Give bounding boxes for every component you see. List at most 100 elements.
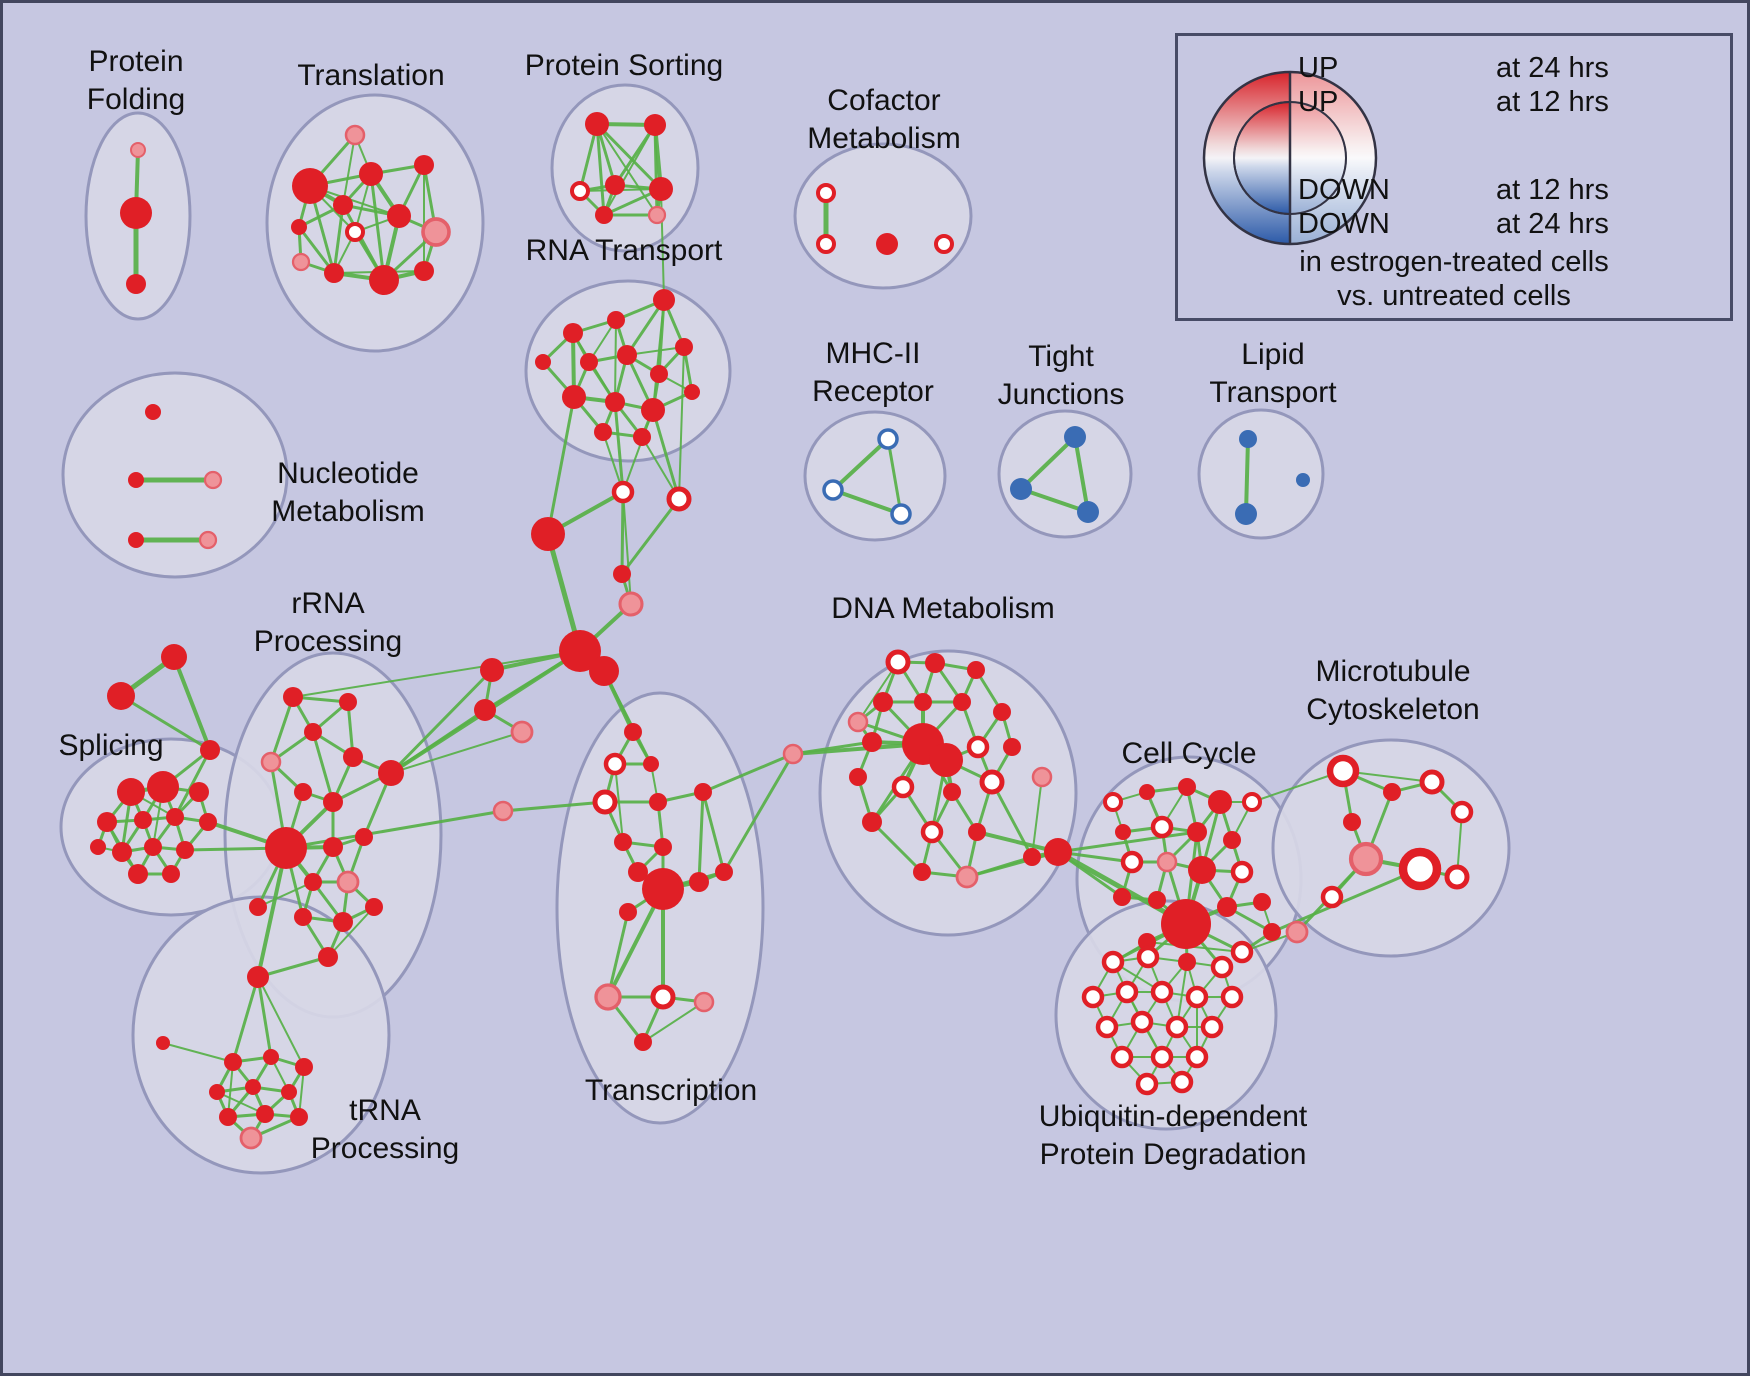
cluster-label-tight-junctions: Tight (1028, 340, 1094, 373)
cluster-label-dna-metabolism: DNA Metabolism (831, 592, 1054, 625)
network-node-pink (510, 720, 534, 744)
network-node-red (535, 354, 551, 370)
network-edge (256, 846, 288, 979)
network-node-ring (603, 752, 627, 776)
network-node-red (414, 155, 434, 175)
network-node-ring (1210, 955, 1234, 979)
network-node-red (283, 687, 303, 707)
network-node-red (580, 353, 598, 371)
network-node-ring (1165, 1015, 1189, 1039)
network-node-red (653, 289, 675, 311)
network-node-red (1044, 838, 1072, 866)
network-node-bluering (822, 479, 844, 501)
network-edge (595, 122, 663, 191)
network-node-red (1023, 848, 1041, 866)
network-edge (390, 731, 523, 774)
network-node-ring (570, 181, 590, 201)
network-node-red (876, 233, 898, 255)
network-node-pink (492, 800, 514, 822)
network-node-red (617, 345, 637, 365)
network-edge (965, 850, 1060, 879)
network-edge (722, 752, 795, 874)
network-node-pink (1031, 766, 1053, 788)
network-node-red (343, 747, 363, 767)
network-node-red (324, 263, 344, 283)
cluster-ellipse-lipid-transport (1197, 408, 1325, 540)
cluster-ellipse-cofactor-metabolism (793, 142, 973, 290)
network-edge (620, 490, 625, 576)
network-node-red (641, 398, 665, 422)
network-node-red (224, 1053, 242, 1071)
network-node-red (1113, 888, 1131, 906)
network-node-red (359, 162, 383, 186)
cluster-label-trna-processing: tRNA (349, 1094, 421, 1127)
network-node-red (245, 1079, 261, 1095)
network-node-red (90, 839, 106, 855)
network-node-red (292, 168, 328, 204)
network-node-red (1217, 897, 1237, 917)
network-edge (342, 134, 356, 206)
network-node-red (294, 908, 312, 926)
network-edge (620, 497, 681, 576)
network-node-red (862, 812, 882, 832)
cluster-label-splicing: Splicing (58, 729, 163, 762)
cluster-label-mhc-ii-receptor: MHC-II (826, 337, 921, 370)
network-node-red (304, 723, 322, 741)
network-node-red (614, 833, 632, 851)
network-node-red (166, 808, 184, 826)
network-edge (606, 910, 630, 999)
network-node-bluering (877, 428, 899, 450)
network-node-bluering (890, 503, 912, 525)
network-node-ring (979, 769, 1005, 795)
network-edge (622, 409, 654, 493)
network-node-red (128, 532, 144, 548)
network-node-pink (955, 865, 979, 889)
network-node-ring (816, 183, 836, 203)
cluster-label-microtubule-cytoskeleton: Microtubule (1315, 655, 1470, 688)
network-node-blue (1077, 501, 1099, 523)
network-edge (791, 740, 874, 756)
network-node-ring (1419, 769, 1445, 795)
cluster-label-tight-junctions: Junctions (998, 378, 1125, 411)
legend-updown-glyph (1202, 70, 1378, 246)
cluster-ellipse-mhc-ii-receptor (803, 410, 947, 542)
network-edge (651, 408, 681, 501)
network-node-pink (203, 470, 223, 490)
network-edge (701, 790, 726, 874)
network-edge (1073, 435, 1090, 514)
cluster-label-trna-processing: Processing (311, 1132, 459, 1165)
network-node-red (684, 384, 700, 400)
network-edge (1019, 435, 1077, 491)
cluster-label-nucleotide-metabolism: Metabolism (271, 495, 424, 528)
legend-time-label: at 12 hrs (1496, 86, 1609, 118)
network-node-red (1161, 899, 1211, 949)
network-edge (257, 881, 314, 908)
network-node-red (849, 768, 867, 786)
network-node-red (953, 693, 971, 711)
network-node-red (925, 653, 945, 673)
network-node-red (200, 740, 220, 760)
network-node-blue (1235, 503, 1257, 525)
network-node-red (559, 630, 601, 672)
network-node-red (1383, 783, 1401, 801)
network-node-ring (1110, 1045, 1134, 1069)
network-node-red (654, 838, 672, 856)
network-node-red (291, 219, 307, 235)
network-node-red (333, 195, 353, 215)
network-node-pink (336, 870, 360, 894)
network-node-red (594, 423, 612, 441)
network-node-ring (885, 649, 911, 675)
network-node-red (294, 783, 312, 801)
network-node-red (117, 778, 145, 806)
network-node-red (480, 658, 504, 682)
network-node-red (144, 838, 162, 856)
network-edge (870, 820, 924, 874)
cluster-ellipse-microtubule-cytoskeleton (1271, 738, 1511, 958)
cluster-label-rna-transport: RNA Transport (526, 234, 723, 267)
network-node-ring (1115, 980, 1139, 1004)
network-node-red (929, 743, 963, 777)
network-node-red (605, 175, 625, 195)
network-node-red (605, 392, 625, 412)
network-node-red (943, 783, 961, 801)
